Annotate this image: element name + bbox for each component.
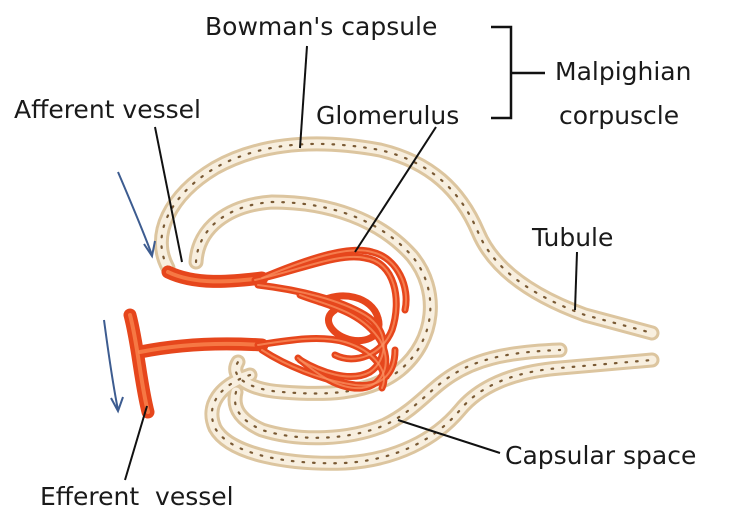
tubule-leader [575,252,577,310]
efferent-flow-arrow-icon [104,320,123,411]
label-capsular-space: Capsular space [505,441,696,470]
label-glomerulus: Glomerulus [316,101,459,130]
label-efferent-vessel: Efferent vessel [40,482,234,511]
efferent-vessel-leader [125,406,147,480]
afferent-flow-arrow-icon [118,172,155,256]
malpighian-bracket [491,27,511,118]
bowmans-capsule-leader [300,46,307,148]
label-afferent-vessel: Afferent vessel [14,95,201,124]
label-bowmans-capsule: Bowman's capsule [205,12,437,41]
label-malpighian-line1: Malpighian [555,57,691,86]
label-tubule: Tubule [531,223,613,252]
label-malpighian-line2: corpuscle [559,101,679,130]
capillary-loops [255,250,406,388]
